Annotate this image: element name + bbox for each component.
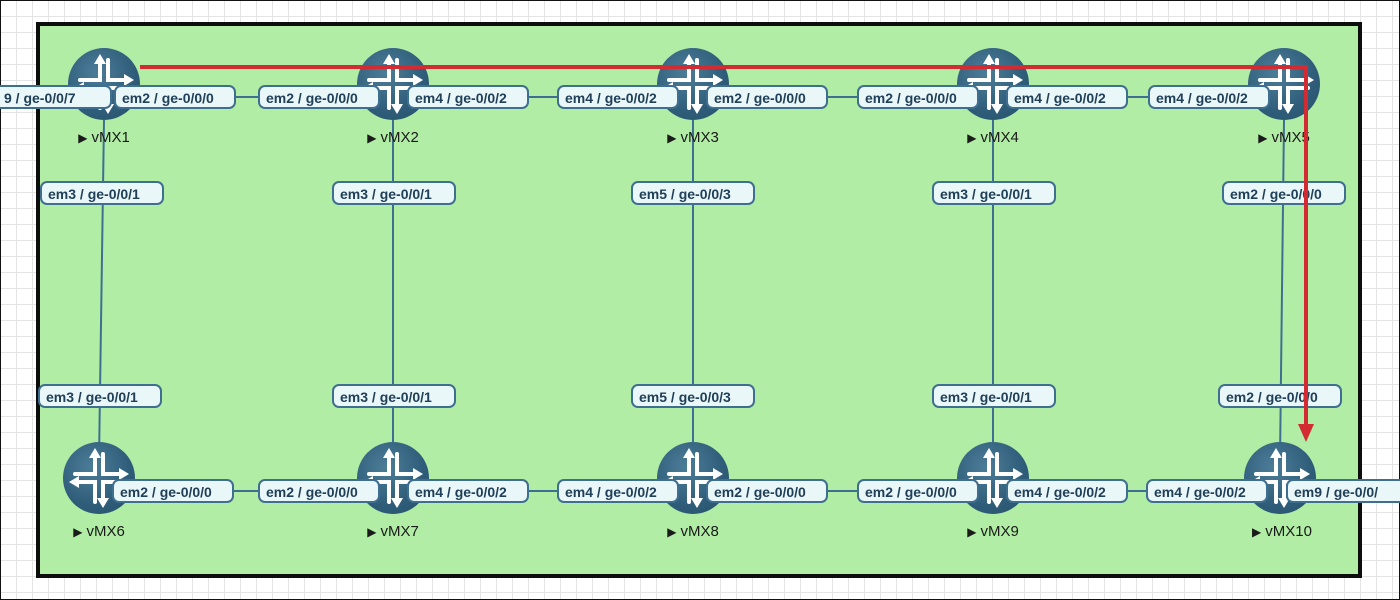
port-label[interactable]: em4 / ge-0/0/2 <box>1146 479 1268 503</box>
play-icon: ▶ <box>667 525 677 539</box>
play-icon: ▶ <box>1252 525 1262 539</box>
port-label[interactable]: em9 / ge-0/0/ <box>1286 479 1400 503</box>
port-label[interactable]: em2 / ge-0/0/0 <box>1222 181 1346 205</box>
port-label[interactable]: em2 / ge-0/0/0 <box>114 85 236 109</box>
router-name: vMX9 <box>980 523 1019 540</box>
port-label[interactable]: em4 / ge-0/0/2 <box>407 479 529 503</box>
router-icon[interactable] <box>957 48 1029 120</box>
router-label: ▶vMX8 <box>667 523 719 540</box>
router-icon[interactable] <box>1248 48 1320 120</box>
router-icon[interactable] <box>957 442 1029 514</box>
port-label[interactable]: em4 / ge-0/0/2 <box>1148 85 1270 109</box>
router-label: ▶vMX4 <box>967 129 1019 146</box>
play-icon: ▶ <box>367 525 377 539</box>
port-label[interactable]: em2 / ge-0/0/0 <box>258 85 380 109</box>
play-icon: ▶ <box>367 131 377 145</box>
port-label[interactable]: em3 / ge-0/0/1 <box>40 181 164 205</box>
router-icon[interactable] <box>68 48 140 120</box>
play-icon: ▶ <box>73 525 83 539</box>
router-name: vMX4 <box>980 129 1019 146</box>
router-name: vMX10 <box>1265 523 1312 540</box>
port-label[interactable]: em4 / ge-0/0/2 <box>1006 479 1128 503</box>
router-name: vMX8 <box>680 523 719 540</box>
port-label[interactable]: em3 / ge-0/0/1 <box>932 384 1056 408</box>
port-label[interactable]: em2 / ge-0/0/0 <box>706 85 828 109</box>
port-label[interactable]: em3 / ge-0/0/1 <box>932 181 1056 205</box>
router-label: ▶vMX7 <box>367 523 419 540</box>
port-label[interactable]: em2 / ge-0/0/0 <box>857 85 979 109</box>
port-label[interactable]: em2 / ge-0/0/0 <box>1218 384 1342 408</box>
port-label[interactable]: em4 / ge-0/0/2 <box>557 85 679 109</box>
port-label[interactable]: em2 / ge-0/0/0 <box>857 479 979 503</box>
port-label[interactable]: em3 / ge-0/0/1 <box>332 181 456 205</box>
router-icon[interactable] <box>357 48 429 120</box>
router-label: ▶vMX1 <box>78 129 130 146</box>
router-icon[interactable] <box>1244 442 1316 514</box>
router-label: ▶vMX9 <box>967 523 1019 540</box>
port-label[interactable]: em2 / ge-0/0/0 <box>258 479 380 503</box>
router-name: vMX2 <box>380 129 419 146</box>
router-name: vMX7 <box>380 523 419 540</box>
router-icon[interactable] <box>657 442 729 514</box>
port-label[interactable]: em2 / ge-0/0/0 <box>706 479 828 503</box>
port-label[interactable]: em2 / ge-0/0/0 <box>112 479 234 503</box>
port-label[interactable]: em4 / ge-0/0/2 <box>557 479 679 503</box>
router-label: ▶vMX3 <box>667 129 719 146</box>
router-name: vMX3 <box>680 129 719 146</box>
router-label: ▶vMX10 <box>1252 523 1312 540</box>
port-label[interactable]: em3 / ge-0/0/1 <box>38 384 162 408</box>
router-name: vMX1 <box>91 129 130 146</box>
router-icon[interactable] <box>63 442 135 514</box>
router-icon[interactable] <box>357 442 429 514</box>
router-label: ▶vMX6 <box>73 523 125 540</box>
play-icon: ▶ <box>1258 131 1268 145</box>
router-icon[interactable] <box>657 48 729 120</box>
router-name: vMX5 <box>1271 129 1310 146</box>
port-label[interactable]: 9 / ge-0/0/7 <box>0 85 112 109</box>
play-icon: ▶ <box>78 131 88 145</box>
play-icon: ▶ <box>667 131 677 145</box>
play-icon: ▶ <box>967 525 977 539</box>
port-label[interactable]: em4 / ge-0/0/2 <box>1006 85 1128 109</box>
play-icon: ▶ <box>967 131 977 145</box>
router-label: ▶vMX5 <box>1258 129 1310 146</box>
port-label[interactable]: em5 / ge-0/0/3 <box>631 181 755 205</box>
port-label[interactable]: em3 / ge-0/0/1 <box>332 384 456 408</box>
port-label[interactable]: em4 / ge-0/0/2 <box>407 85 529 109</box>
router-label: ▶vMX2 <box>367 129 419 146</box>
port-label[interactable]: em5 / ge-0/0/3 <box>631 384 755 408</box>
router-name: vMX6 <box>86 523 125 540</box>
